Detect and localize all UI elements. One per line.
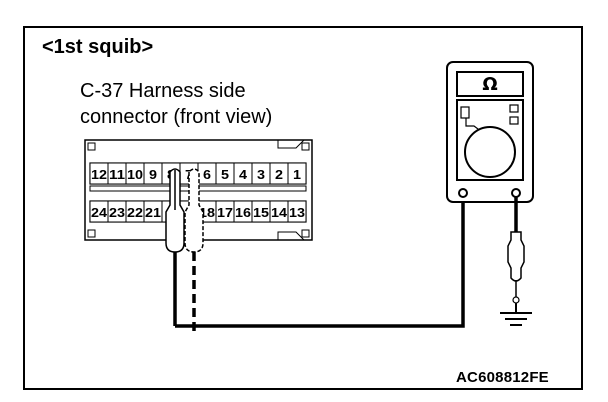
- ohm-symbol: Ω: [482, 74, 497, 95]
- pin-label: 3: [257, 167, 265, 182]
- top-pin-row: 121110987654321: [89, 162, 307, 185]
- ground-probe: [507, 197, 525, 312]
- ground-icon: [500, 312, 532, 326]
- pin-label: 23: [109, 205, 125, 220]
- figure-id: AC608812FE: [456, 369, 549, 386]
- pin-label: 14: [271, 205, 288, 220]
- probe-pin-8: [165, 168, 185, 326]
- pin-label: 11: [109, 167, 125, 182]
- meter-terminal-right: [511, 188, 521, 198]
- diagram-frame: [23, 26, 583, 390]
- connector-label-line2: connector (front view): [80, 106, 273, 128]
- pin-cell: [287, 162, 307, 185]
- pin-label: 15: [253, 205, 269, 220]
- pin-label: 4: [239, 167, 248, 182]
- ohmmeter: Ω: [446, 61, 534, 203]
- pin-label: 12: [91, 167, 107, 182]
- pin-label: 10: [127, 167, 143, 182]
- connector-label-line1: C-37 Harness side: [80, 80, 246, 102]
- pin-label: 24: [91, 205, 108, 220]
- pin-label: 22: [127, 205, 143, 220]
- pin-label: 2: [275, 167, 283, 182]
- pin-label: 21: [145, 205, 161, 220]
- meter-terminal-left: [458, 188, 468, 198]
- pin-label: 5: [221, 167, 229, 182]
- pin-label: 6: [203, 167, 211, 182]
- pin-label: 9: [149, 167, 157, 182]
- test-lead-wire: [175, 194, 465, 328]
- pin-label: 16: [235, 205, 251, 220]
- probe-pin-7: [184, 168, 204, 336]
- diagram-title: <1st squib>: [42, 36, 154, 58]
- pin-cell: [287, 200, 307, 223]
- pin-label: 1: [293, 167, 301, 182]
- pin-label: 17: [217, 205, 233, 220]
- pin-label: 13: [289, 205, 305, 220]
